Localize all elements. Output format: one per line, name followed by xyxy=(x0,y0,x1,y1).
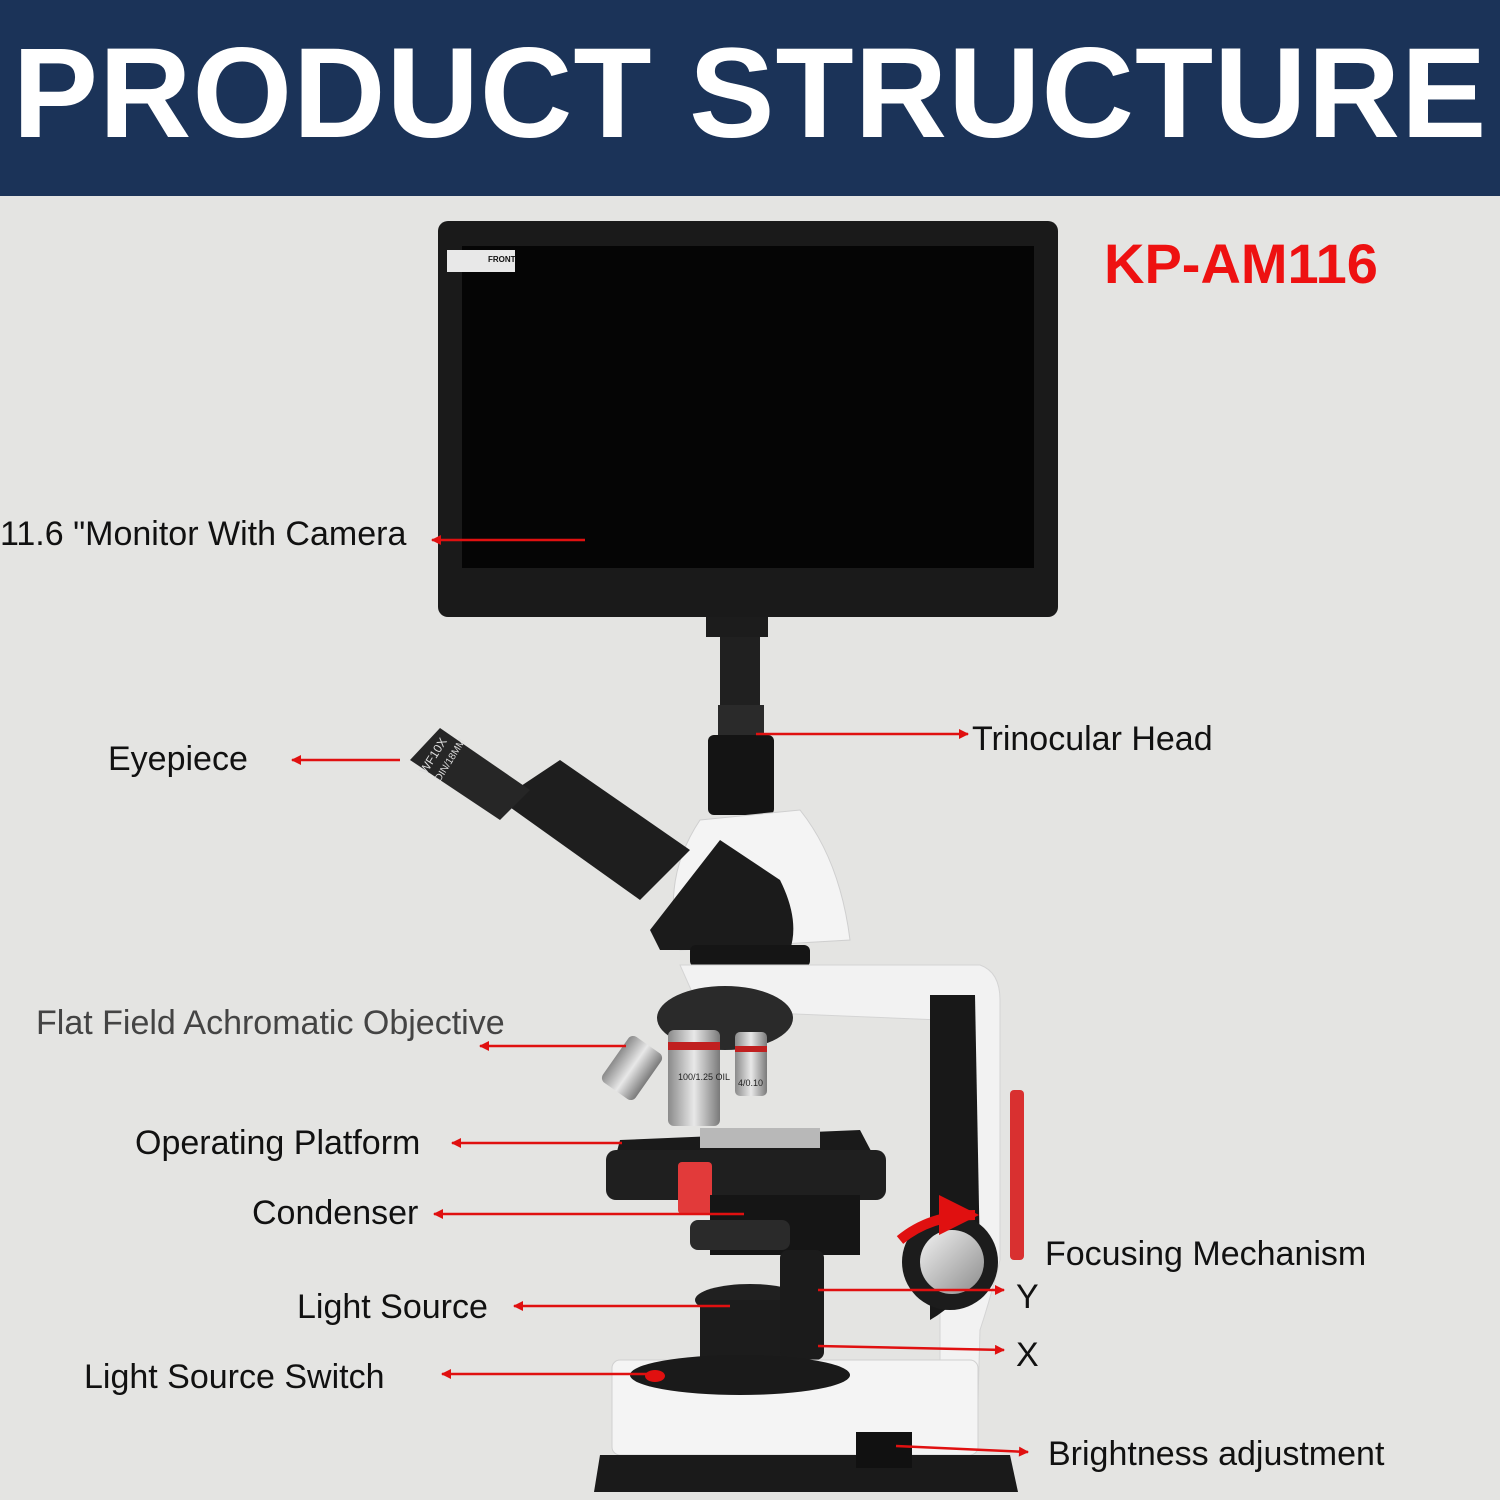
page-title: PRODUCT STRUCTURE xyxy=(12,22,1488,165)
label-objective: Flat Field Achromatic Objective xyxy=(36,1004,505,1042)
microscope-base xyxy=(594,1355,1018,1492)
label-x-axis: X xyxy=(1016,1336,1039,1374)
stage xyxy=(606,1128,886,1255)
objective-turret: 100/1.25 OIL 4/0.10 xyxy=(601,986,793,1126)
label-focusing-mechanism: Focusing Mechanism xyxy=(1045,1235,1367,1273)
label-trinocular-head: Trinocular Head xyxy=(972,720,1213,758)
head-prism-housing xyxy=(650,840,794,950)
label-operating-platform: Operating Platform xyxy=(135,1124,421,1162)
eyepiece-tube: WF10X DIN/18MM xyxy=(410,728,690,900)
label-brightness-adjustment: Brightness adjustment xyxy=(1048,1435,1385,1473)
label-light-source: Light Source xyxy=(297,1288,488,1326)
monitor-sticker xyxy=(447,250,515,272)
model-name: KP-AM116 xyxy=(1104,232,1378,295)
arrow-brightness xyxy=(895,1444,1029,1457)
callout-arrows xyxy=(291,535,1029,1457)
monitor: FRONT xyxy=(438,221,1058,617)
label-condenser: Condenser xyxy=(252,1194,419,1232)
objective-engraving-100x: 100/1.25 OIL xyxy=(678,1072,730,1082)
label-y-axis: Y xyxy=(1016,1278,1039,1316)
focus-knob xyxy=(780,1090,1024,1360)
stage-clip xyxy=(678,1162,712,1214)
monitor-sticker-text: FRONT xyxy=(488,255,516,264)
label-light-source-switch: Light Source Switch xyxy=(84,1358,385,1396)
header-banner: PRODUCT STRUCTURE xyxy=(0,0,1500,196)
brightness-wheel xyxy=(856,1432,912,1468)
label-monitor: 11.6 "Monitor With Camera xyxy=(0,515,407,553)
condenser-body xyxy=(690,1220,790,1250)
label-eyepiece: Eyepiece xyxy=(108,740,248,778)
objective-engraving-4x: 4/0.10 xyxy=(738,1078,763,1088)
camera-adapter xyxy=(706,617,774,815)
arrow-x xyxy=(817,1344,1005,1355)
